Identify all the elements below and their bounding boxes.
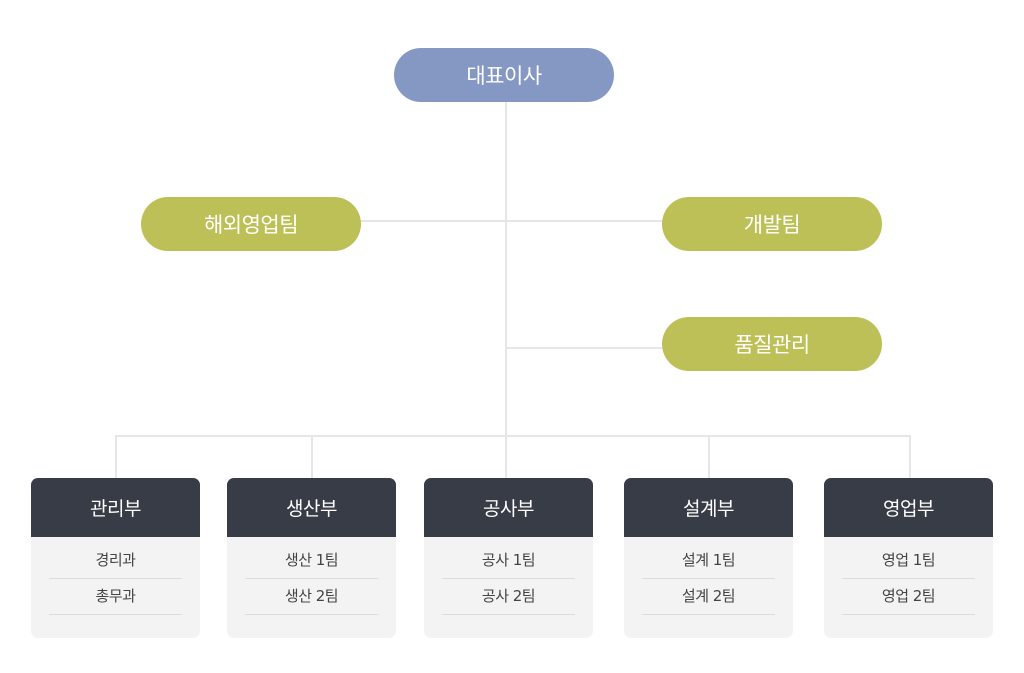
team-node-quality: 품질관리 [662, 317, 882, 371]
dept-header: 관리부 [31, 478, 200, 537]
dept-header: 공사부 [424, 478, 593, 537]
connector-trunk [505, 100, 507, 478]
list-item: 영업 1팀 [842, 543, 975, 579]
team-label: 해외영업팀 [203, 213, 299, 237]
dept-list: 영업 1팀 영업 2팀 [824, 537, 993, 615]
list-item: 생산 2팀 [245, 579, 378, 615]
dept-card-construction: 공사부 공사 1팀 공사 2팀 [424, 478, 593, 638]
list-item: 경리과 [49, 543, 182, 579]
dept-list: 공사 1팀 공사 2팀 [424, 537, 593, 615]
list-item: 공사 1팀 [442, 543, 575, 579]
ceo-label: 대표이사 [466, 64, 542, 88]
list-item: 설계 1팀 [642, 543, 775, 579]
team-label: 품질관리 [734, 333, 810, 357]
dept-title: 공사부 [483, 498, 534, 520]
connector-dept-5 [909, 435, 911, 478]
dept-header: 설계부 [624, 478, 793, 537]
list-item: 영업 2팀 [842, 579, 975, 615]
connector-departments-bar [115, 435, 911, 437]
list-item: 설계 2팀 [642, 579, 775, 615]
connector-overseas-dev [360, 220, 662, 222]
list-item: 총무과 [49, 579, 182, 615]
ceo-node: 대표이사 [394, 48, 614, 102]
dept-list: 설계 1팀 설계 2팀 [624, 537, 793, 615]
dept-card-design: 설계부 설계 1팀 설계 2팀 [624, 478, 793, 638]
list-item: 생산 1팀 [245, 543, 378, 579]
dept-list: 생산 1팀 생산 2팀 [227, 537, 396, 615]
dept-header: 영업부 [824, 478, 993, 537]
connector-dept-4 [708, 435, 710, 478]
dept-header: 생산부 [227, 478, 396, 537]
dept-card-production: 생산부 생산 1팀 생산 2팀 [227, 478, 396, 638]
team-label: 개발팀 [743, 213, 801, 237]
connector-dept-2 [311, 435, 313, 478]
dept-title: 영업부 [883, 498, 934, 520]
connector-dept-1 [115, 435, 117, 478]
team-node-overseas-sales: 해외영업팀 [141, 197, 361, 251]
dept-card-management: 관리부 경리과 총무과 [31, 478, 200, 638]
dept-title: 관리부 [90, 498, 141, 520]
dept-card-sales: 영업부 영업 1팀 영업 2팀 [824, 478, 993, 638]
team-node-development: 개발팀 [662, 197, 882, 251]
connector-quality [506, 347, 662, 349]
list-item: 공사 2팀 [442, 579, 575, 615]
dept-title: 설계부 [683, 498, 734, 520]
dept-title: 생산부 [286, 498, 337, 520]
dept-list: 경리과 총무과 [31, 537, 200, 615]
